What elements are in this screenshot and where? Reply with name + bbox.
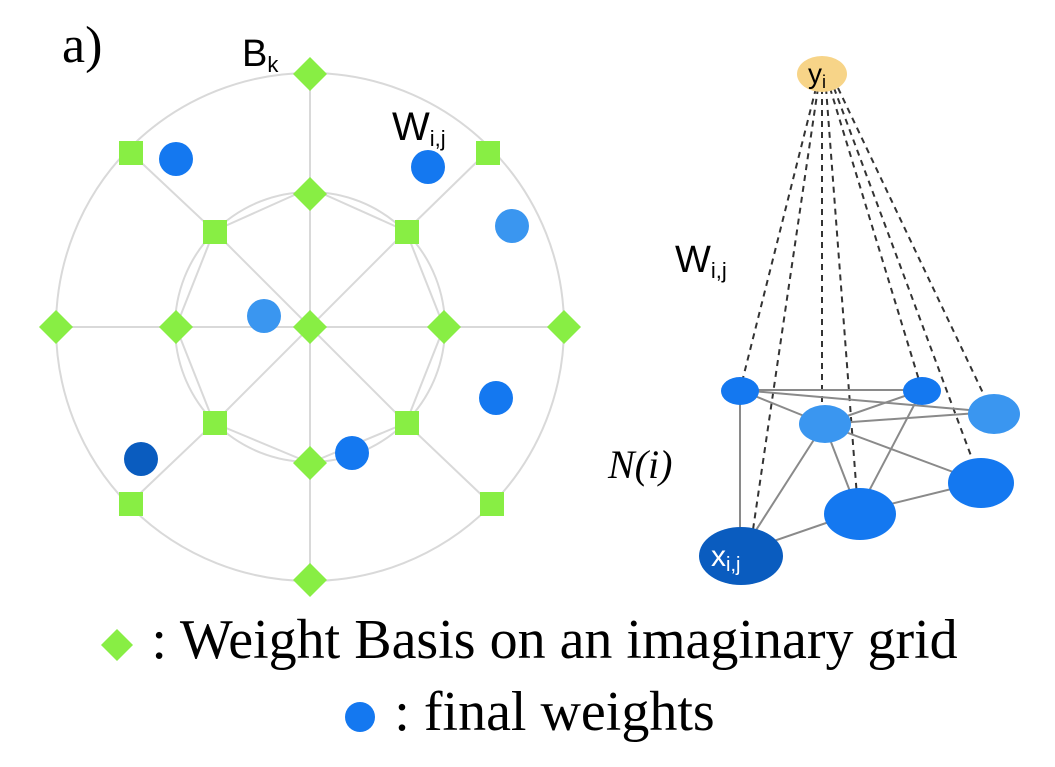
basis-square bbox=[476, 141, 500, 165]
basis-diamond bbox=[39, 310, 73, 344]
neighborhood-label: N(i) bbox=[607, 442, 672, 487]
graph-nodes bbox=[699, 56, 1020, 585]
basis-label: Bk bbox=[242, 33, 279, 77]
legend-basis-text: : Weight Basis on an imaginary grid bbox=[151, 609, 958, 671]
final-weight-dot bbox=[411, 150, 445, 184]
spoke-kink-nw bbox=[129, 151, 311, 233]
panel-label: a) bbox=[62, 17, 102, 74]
dashed-edge bbox=[739, 87, 817, 391]
weight-label-right: Wi,j bbox=[675, 239, 727, 283]
basis-diamond bbox=[159, 310, 193, 344]
basis-squares bbox=[119, 141, 504, 516]
neighbor-node bbox=[721, 377, 759, 405]
dashed-edge bbox=[749, 87, 819, 551]
basis-diamond bbox=[293, 177, 327, 211]
neighbor-node bbox=[948, 458, 1014, 508]
basis-square bbox=[395, 411, 419, 435]
neighbor-node bbox=[824, 488, 896, 540]
final-weight-dot bbox=[479, 381, 513, 415]
basis-square bbox=[119, 141, 143, 165]
spoke-link-4 bbox=[405, 326, 445, 424]
output-node-label: yi bbox=[808, 58, 826, 92]
dashed-edge bbox=[829, 87, 923, 391]
legend-basis: : Weight Basis on an imaginary grid bbox=[0, 608, 1055, 672]
neighbor-node bbox=[903, 377, 941, 405]
basis-square bbox=[203, 411, 227, 435]
legend-dot-icon bbox=[345, 702, 376, 733]
basis-diamond bbox=[427, 310, 461, 344]
dashed-edges bbox=[739, 87, 993, 551]
basis-square bbox=[480, 492, 504, 516]
weight-label-left: Wi,j bbox=[392, 105, 446, 151]
spoke-link-3 bbox=[175, 326, 215, 424]
spoke-link-1 bbox=[175, 230, 215, 328]
spoke-kink-ne bbox=[309, 151, 488, 233]
input-node-label: xi,j bbox=[711, 540, 740, 576]
basis-diamond bbox=[293, 57, 327, 91]
final-weight-dot bbox=[335, 436, 369, 470]
legend-diamond-icon bbox=[101, 629, 134, 662]
basis-square bbox=[203, 220, 227, 244]
basis-diamond bbox=[293, 310, 327, 344]
basis-diamond bbox=[547, 310, 581, 344]
neighbor-node bbox=[968, 394, 1020, 434]
legend-final: : final weights bbox=[0, 680, 1055, 744]
final-weights bbox=[124, 142, 529, 476]
basis-diamond bbox=[293, 563, 327, 597]
output-node bbox=[797, 56, 847, 92]
final-weight-dot bbox=[124, 442, 158, 476]
basis-diamond bbox=[293, 446, 327, 480]
dashed-edge bbox=[825, 87, 859, 511]
neighbor-node bbox=[799, 405, 851, 443]
graph-edge bbox=[739, 389, 993, 413]
basis-square bbox=[395, 220, 419, 244]
legend-final-text: : final weights bbox=[394, 681, 715, 743]
dashed-edge bbox=[833, 87, 981, 481]
final-weight-dot bbox=[159, 142, 193, 176]
basis-diamonds bbox=[39, 57, 581, 597]
dashed-edge bbox=[837, 87, 993, 413]
input-node bbox=[699, 527, 783, 585]
spoke-link-2 bbox=[405, 230, 445, 328]
basis-square bbox=[119, 492, 143, 516]
final-weight-dot bbox=[495, 209, 529, 243]
final-weight-dot bbox=[247, 299, 281, 333]
graph-edge bbox=[823, 411, 993, 425]
